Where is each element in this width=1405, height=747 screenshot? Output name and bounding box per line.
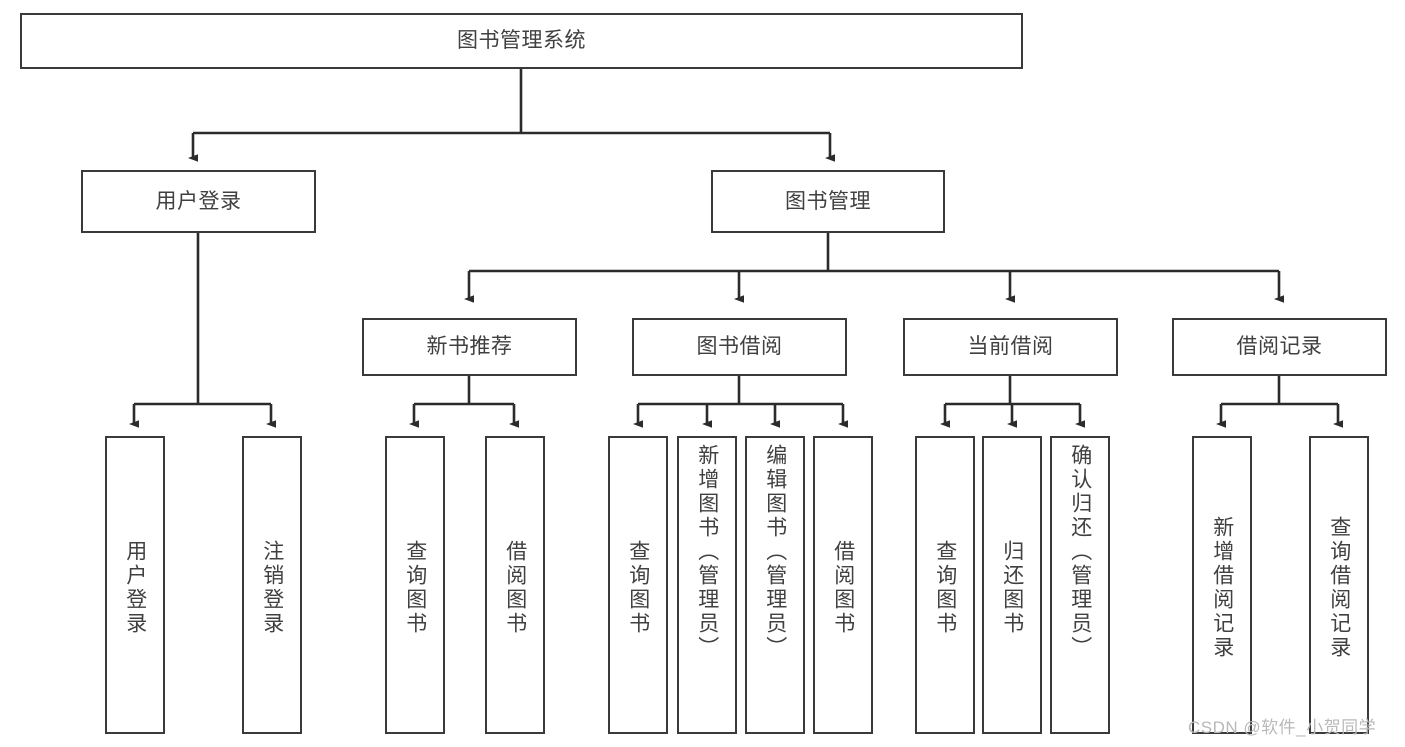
node-label: 用户登录: [123, 540, 147, 636]
node-new-book-recommend[interactable]: 新书推荐: [362, 318, 577, 376]
node-leaf-add-book-admin[interactable]: 新增图书（管理员）: [677, 436, 737, 734]
node-leaf-borrow-book[interactable]: 借阅图书: [813, 436, 873, 734]
connector-lines: [129, 69, 1343, 428]
node-leaf-borrow-book-recommend[interactable]: 借阅图书: [485, 436, 545, 734]
node-label: 新书推荐: [426, 335, 513, 359]
node-leaf-confirm-return-admin[interactable]: 确认归还（管理员）: [1050, 436, 1110, 734]
node-leaf-return-book[interactable]: 归还图书: [982, 436, 1042, 734]
node-label: 当前借阅: [967, 335, 1054, 359]
node-label: 确认归还（管理员）: [1068, 444, 1092, 660]
node-leaf-query-borrow-record[interactable]: 查询借阅记录: [1309, 436, 1369, 734]
node-label: 编辑图书（管理员）: [763, 444, 787, 660]
node-book-borrow[interactable]: 图书借阅: [632, 318, 847, 376]
node-label: 借阅记录: [1236, 335, 1323, 359]
node-label: 图书借阅: [696, 335, 783, 359]
node-label: 用户登录: [155, 189, 242, 213]
node-leaf-logout[interactable]: 注销登录: [242, 436, 302, 734]
node-label: 查询借阅记录: [1327, 516, 1351, 660]
node-leaf-query-book-current[interactable]: 查询图书: [915, 436, 975, 734]
node-leaf-add-borrow-record[interactable]: 新增借阅记录: [1192, 436, 1252, 734]
node-root-book-management-system[interactable]: 图书管理系统: [20, 13, 1023, 69]
node-label: 新增借阅记录: [1210, 516, 1234, 660]
node-label: 查询图书: [403, 540, 427, 636]
node-borrow-record[interactable]: 借阅记录: [1172, 318, 1387, 376]
node-leaf-user-login[interactable]: 用户登录: [105, 436, 165, 734]
node-leaf-query-book-borrow[interactable]: 查询图书: [608, 436, 668, 734]
node-label: 注销登录: [260, 540, 284, 636]
node-leaf-query-book-recommend[interactable]: 查询图书: [385, 436, 445, 734]
node-current-borrow[interactable]: 当前借阅: [903, 318, 1118, 376]
node-label: 查询图书: [933, 540, 957, 636]
node-label: 查询图书: [626, 540, 650, 636]
node-label: 借阅图书: [503, 540, 527, 636]
node-book-management[interactable]: 图书管理: [711, 170, 945, 233]
node-label: 图书管理系统: [457, 29, 586, 53]
node-label: 新增图书（管理员）: [695, 444, 719, 660]
node-label: 图书管理: [785, 189, 871, 213]
node-user-login[interactable]: 用户登录: [81, 170, 316, 233]
node-leaf-edit-book-admin[interactable]: 编辑图书（管理员）: [745, 436, 805, 734]
node-label: 借阅图书: [831, 540, 855, 636]
node-label: 归还图书: [1000, 540, 1024, 636]
